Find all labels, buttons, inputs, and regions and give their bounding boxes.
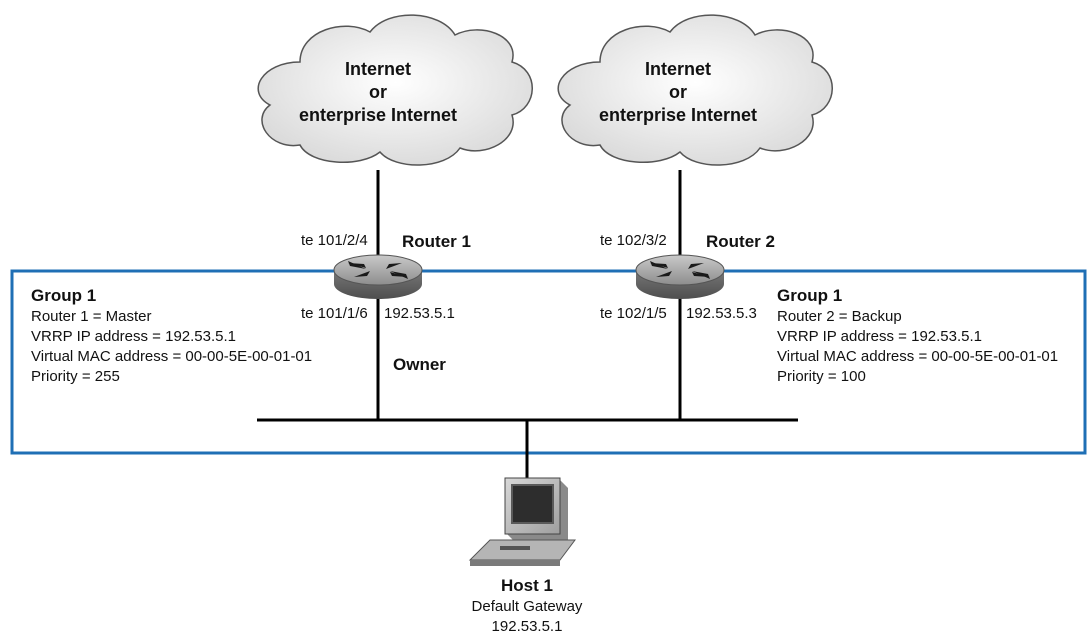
group-right-info: Group 1 Router 2 = Backup VRRP IP addres… [777,285,1058,387]
group-left-line-4: Priority = 255 [31,368,120,385]
router2-port-bottom: te 102/1/5 [600,305,667,322]
router-2-icon [635,254,725,299]
cloud-1-line-1: Internet [344,59,411,79]
router2-port-top: te 102/3/2 [600,232,667,249]
group-right-line-4: Priority = 100 [777,368,866,385]
cloud-1 [257,14,533,166]
group-left-line-3: Virtual MAC address = 00-00-5E-00-01-01 [31,348,313,365]
host-info: Host 1 Default Gateway 192.53.5.1 [447,575,607,637]
group-left-line-2: VRRP IP address = 192.53.5.1 [31,328,236,345]
host-gateway-ip: 192.53.5.1 [491,618,563,635]
cloud-1-line-3: enterprise Internet [298,105,458,125]
cloud-2-line-1: Internet [644,59,711,79]
host-computer-icon [468,477,576,566]
cloud-2-label: Internet or enterprise Internet [568,58,788,127]
router1-port-bottom: te 101/1/6 [301,305,368,322]
cloud-1-line-2: or [369,82,387,102]
router2-ip: 192.53.5.3 [686,305,757,322]
group-left-line-1: Router 1 = Master [31,308,152,325]
group-right-title: Group 1 [777,286,843,305]
router-1-icon [333,254,423,299]
group-right-line-2: VRRP IP address = 192.53.5.1 [777,328,982,345]
vrrp-group-box [10,269,1087,455]
group-right-line-3: Virtual MAC address = 00-00-5E-00-01-01 [777,348,1059,365]
router2-name: Router 2 [706,232,775,251]
router1-name: Router 1 [402,232,471,251]
cloud-2 [557,14,833,166]
cloud-2-line-3: enterprise Internet [598,105,758,125]
cloud-1-label: Internet or enterprise Internet [268,58,488,127]
router1-port-top: te 101/2/4 [301,232,368,249]
host-gateway-label: Default Gateway [471,598,583,615]
group-left-info: Group 1 Router 1 = Master VRRP IP addres… [31,285,312,387]
group-left-title: Group 1 [31,286,97,305]
router1-ip: 192.53.5.1 [384,305,455,322]
group-right-line-1: Router 2 = Backup [777,308,902,325]
owner-label: Owner [393,355,446,374]
cloud-2-line-2: or [669,82,687,102]
host-name: Host 1 [501,576,553,595]
